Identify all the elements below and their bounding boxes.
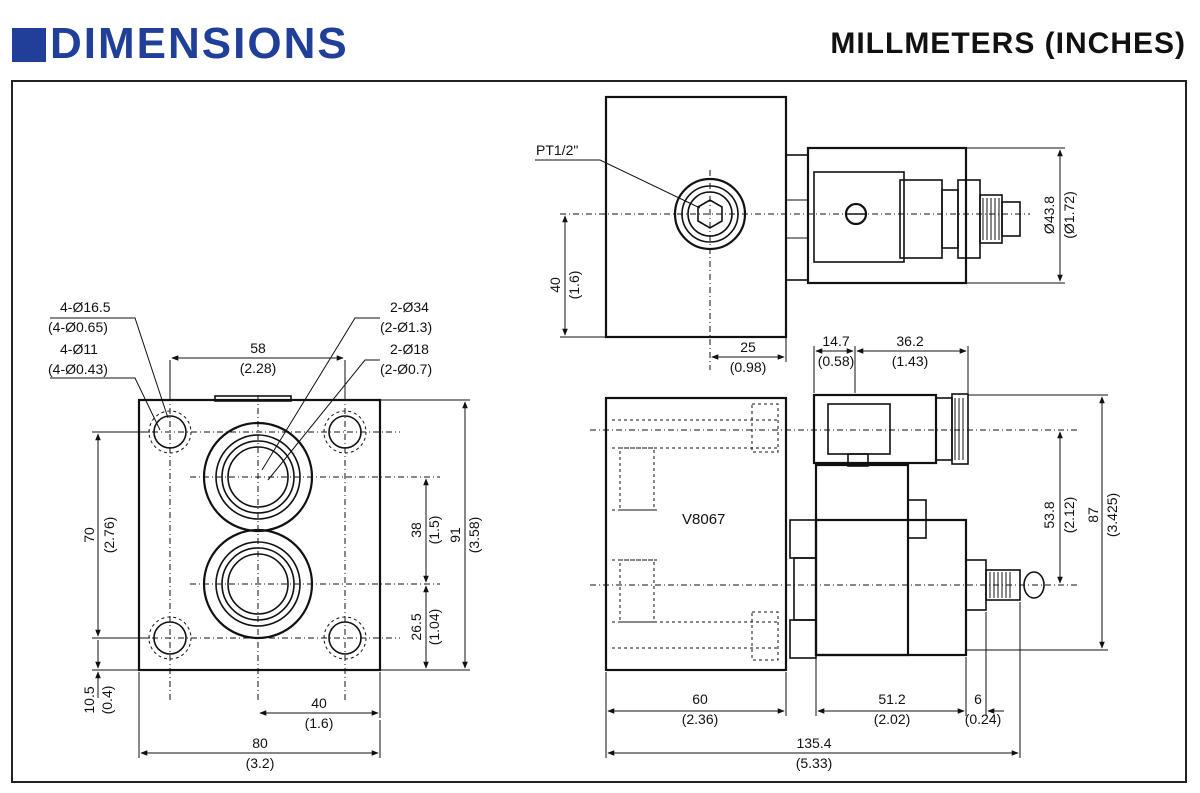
port-thread-label: PT1/2" [536,142,578,158]
dim-80-in: (3.2) [246,755,275,771]
port-inner-mm: 2-Ø18 [390,341,429,357]
dim-25-in: (0.98) [730,359,767,375]
port-inner-in: (2-Ø0.7) [380,361,432,377]
model-label: V8067 [682,511,725,528]
dim-60-mm: 60 [692,691,708,707]
dim-6-mm: 6 [974,691,982,707]
dim-coil-dia-in: (Ø1.72) [1061,191,1077,238]
hole-bolt-mm: 4-Ø11 [60,341,98,357]
dim-70-mm: 70 [81,527,97,543]
side-view: V8067 [590,333,1120,771]
dim-26-5-mm: 26.5 [408,613,424,640]
valve-body-side [604,396,788,672]
header-square-logo [12,28,46,62]
dim-6-in: (0.24) [965,711,1002,727]
dim-36-2-mm: 36.2 [896,333,923,349]
dim-14-7-mm: 14.7 [822,333,849,349]
units-label: MILLMETERS (INCHES) [830,27,1186,60]
hole-bolt-in: (4-Ø0.43) [48,361,108,377]
dim-38-mm: 38 [408,522,424,538]
top-view: PT1/2" 40 (1.6) 25 (0.98) Ø43.8 (Ø1.72) [535,95,1077,375]
dim-51-2-mm: 51.2 [878,691,905,707]
dim-26-5-in: (1.04) [426,609,442,646]
dim-10-5-mm: 10.5 [81,686,97,713]
dim-87-mm: 87 [1085,507,1101,523]
dim-25-mm: 25 [740,339,756,355]
page-title: DIMENSIONS [50,19,349,68]
dim-70-in: (2.76) [101,517,117,554]
dim-coil-dia-mm: Ø43.8 [1041,196,1057,234]
dim-53-8-in: (2.12) [1061,497,1077,534]
coil-top [806,146,968,285]
dim-135-4-mm: 135.4 [796,735,831,751]
hole-small-mm: 4-Ø16.5 [60,299,111,315]
port-outer-in: (2-Ø1.3) [380,319,432,335]
dim-36-2-in: (1.43) [892,353,929,369]
dim-60-in: (2.36) [682,711,719,727]
port-outer-mm: 2-Ø34 [390,299,429,315]
dim-51-2-in: (2.02) [874,711,911,727]
front-view: 4-Ø16.5 (4-Ø0.65) 4-Ø11 (4-Ø0.43) 2-Ø34 … [48,299,482,771]
dim-10-5-in: (0.4) [99,686,115,715]
dim-80-mm: 80 [252,735,268,751]
dim-58-in: (2.28) [240,360,277,376]
top-boss [214,395,292,402]
dim-14-7-in: (0.58) [818,353,855,369]
dim-87-in: (3.425) [1104,493,1120,537]
dim-top-40-in: (1.6) [566,271,582,300]
dim-40-mm: 40 [311,695,327,711]
coil-side [814,463,910,657]
dim-135-4-in: (5.33) [796,755,833,771]
dim-38-in: (1.5) [426,516,442,545]
valve-body-top [604,95,788,339]
dim-top-40-mm: 40 [547,277,563,293]
hole-small-in: (4-Ø0.65) [48,319,108,335]
dim-40-in: (1.6) [305,715,334,731]
dim-53-8-mm: 53.8 [1041,501,1057,528]
dim-91-in: (3.58) [466,517,482,554]
connector [812,393,938,465]
dim-58-mm: 58 [250,340,266,356]
drawing-frame [11,80,1187,783]
manifold-face [137,398,382,672]
dim-91-mm: 91 [447,527,463,543]
